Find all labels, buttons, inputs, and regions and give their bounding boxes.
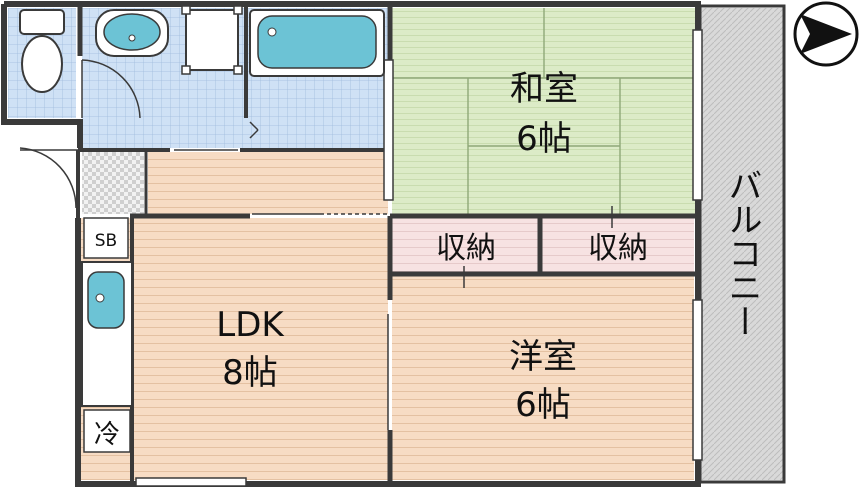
storage-right-floor: [542, 218, 694, 272]
youshitsu-floor: [392, 276, 694, 480]
ldk-name: LDK: [216, 305, 285, 345]
youshitsu-size: 6帖: [515, 385, 571, 425]
wash-basin-icon: [95, 9, 169, 57]
washitsu-name: 和室: [510, 69, 578, 109]
fridge-space: [83, 409, 131, 453]
balcony-label: バルコニー: [722, 168, 762, 338]
balcony-floor: [700, 8, 784, 480]
fridge-label: 冷: [94, 420, 120, 450]
bathtub-icon: [249, 9, 385, 77]
hallway-floor: [148, 152, 388, 214]
youshitsu-name: 洋室: [509, 337, 577, 377]
sb-label: SB: [95, 231, 117, 251]
storage-right-label: 収納: [588, 231, 648, 266]
compass-icon: [793, 1, 859, 67]
shoe-box: [83, 217, 129, 259]
toilet-icon: [19, 9, 65, 93]
sink-icon: [87, 271, 125, 329]
storage-left-label: 収納: [436, 231, 496, 266]
window-sashes: [135, 29, 703, 487]
washing-machine-icon: [181, 5, 243, 75]
ldk-floor: [134, 218, 388, 480]
tatami-grid: [392, 8, 696, 214]
entrance-floor: [82, 152, 144, 214]
ldk-size: 8帖: [222, 353, 278, 393]
storage-left-floor: [392, 218, 538, 272]
balcony-frame: [698, 4, 786, 484]
washitsu-size: 6帖: [516, 119, 572, 159]
walls: [1, 1, 701, 487]
doors: [19, 59, 613, 430]
